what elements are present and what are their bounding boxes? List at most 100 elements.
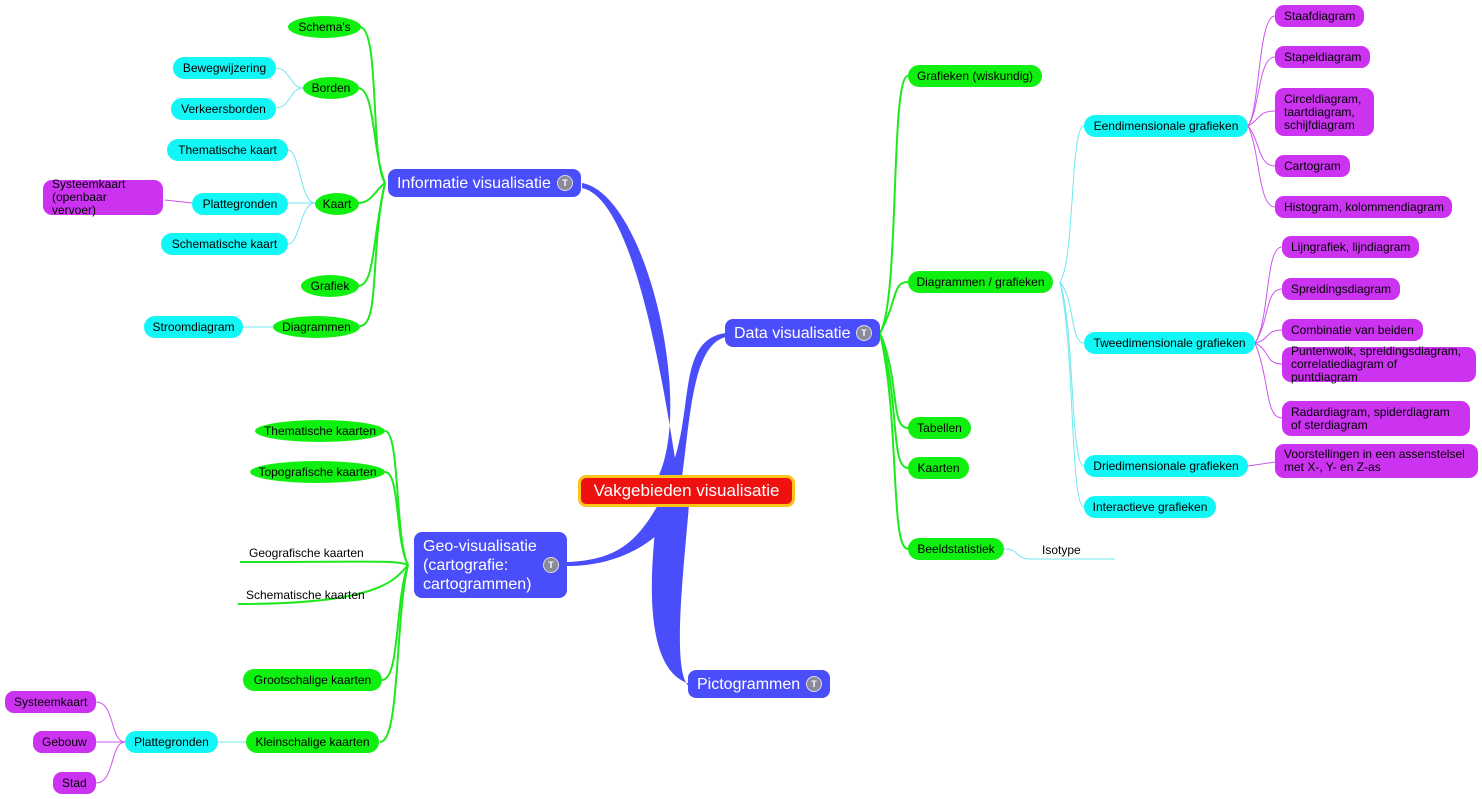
node-label: Stad [62, 776, 87, 790]
node-driedimensionale-grafieken[interactable]: Driedimensionale grafieken [1084, 455, 1248, 477]
node-gebouw[interactable]: Gebouw [33, 731, 96, 753]
node-plattegronden-info[interactable]: Plattegronden [192, 193, 288, 215]
node-diagrammen[interactable]: Diagrammen [273, 316, 360, 338]
node-label: Grootschalige kaarten [253, 673, 372, 687]
node-eendimensionale-grafieken[interactable]: Eendimensionale grafieken [1084, 115, 1248, 137]
topic-marker-icon[interactable]: T [806, 676, 822, 692]
node-label: Topografische kaarten [258, 465, 377, 479]
central-branches [567, 183, 726, 687]
node-thematische-kaarten[interactable]: Thematische kaarten [255, 420, 385, 442]
node-systeemkaart-ov[interactable]: Systeemkaart (openbaar vervoer) [43, 177, 163, 217]
node-label: Radardiagram, spiderdiagram of sterdiagr… [1291, 404, 1450, 432]
branch-to-informatie [582, 183, 680, 490]
node-thematische-kaart[interactable]: Thematische kaart [167, 139, 288, 161]
node-label: Diagrammen [282, 320, 351, 334]
topic-picto-label: Pictogrammen [697, 675, 801, 693]
node-label: Gebouw [42, 735, 87, 749]
node-stapeldiagram[interactable]: Stapeldiagram [1275, 46, 1370, 68]
node-isotype[interactable]: Isotype [1033, 542, 1113, 558]
node-label: Thematische kaarten [263, 424, 377, 438]
topic-marker-icon[interactable]: T [557, 175, 573, 191]
node-radardiagram[interactable]: Radardiagram, spiderdiagram of sterdiagr… [1282, 401, 1470, 436]
topic-informatie-visualisatie[interactable]: Informatie visualisatie T [388, 169, 581, 197]
central-topic-label: Vakgebieden visualisatie [593, 481, 780, 500]
topic-data-visualisatie[interactable]: Data visualisatie T [725, 319, 880, 347]
node-verkeersborden[interactable]: Verkeersborden [171, 98, 276, 120]
node-label: Tweedimensionale grafieken [1093, 336, 1246, 350]
central-topic[interactable]: Vakgebieden visualisatie [578, 475, 795, 507]
node-plattegronden-geo[interactable]: Plattegronden [125, 731, 218, 753]
node-label: Combinatie van beiden [1291, 323, 1414, 337]
node-combinatie-van-beiden[interactable]: Combinatie van beiden [1282, 319, 1423, 341]
green-links [237, 26, 909, 743]
node-schematische-kaarten[interactable]: Schematische kaarten [237, 587, 377, 603]
topic-informatie-label: Informatie visualisatie [397, 174, 551, 192]
node-grootschalige-kaarten[interactable]: Grootschalige kaarten [243, 669, 382, 691]
node-label: Kaarten [917, 461, 960, 475]
node-label: Diagrammen / grafieken [916, 275, 1045, 289]
node-label: Interactieve grafieken [1092, 500, 1208, 514]
node-systeemkaart[interactable]: Systeemkaart [5, 691, 96, 713]
node-label: Plattegronden [134, 735, 209, 749]
node-label: Voorstellingen in een assenstelsel met X… [1284, 447, 1465, 474]
node-stad[interactable]: Stad [53, 772, 96, 794]
branch-to-picto [651, 492, 690, 687]
topic-data-label: Data visualisatie [734, 324, 851, 342]
node-schemas[interactable]: Schema's [288, 16, 361, 38]
node-label: Isotype [1042, 543, 1081, 557]
node-grafiek[interactable]: Grafiek [301, 275, 359, 297]
node-label: Stapeldiagram [1284, 50, 1362, 64]
node-spreidingsdiagram[interactable]: Spreidingsdiagram [1282, 278, 1400, 300]
topic-marker-icon[interactable]: T [856, 325, 872, 341]
node-interactieve-grafieken[interactable]: Interactieve grafieken [1084, 496, 1216, 518]
node-schematische-kaart[interactable]: Schematische kaart [161, 233, 288, 255]
node-label: Cartogram [1284, 159, 1341, 173]
node-puntenwolk[interactable]: Puntenwolk, spreidingsdiagram, correlati… [1282, 344, 1476, 384]
node-kleinschalige-kaarten[interactable]: Kleinschalige kaarten [246, 731, 379, 753]
node-label: Thematische kaart [178, 143, 277, 157]
node-label: Systeemkaart (openbaar vervoer) [52, 177, 126, 217]
node-diagrammen-grafieken[interactable]: Diagrammen / grafieken [908, 271, 1053, 293]
node-label: Bewegwijzering [182, 61, 267, 75]
node-label: Spreidingsdiagram [1291, 282, 1392, 296]
topic-marker-icon[interactable]: T [543, 557, 559, 573]
node-label: Histogram, kolommendiagram [1284, 200, 1445, 214]
node-label: Schema's [298, 20, 351, 34]
node-kaart[interactable]: Kaart [315, 193, 359, 215]
node-label: Staafdiagram [1284, 9, 1356, 23]
node-tweedimensionale-grafieken[interactable]: Tweedimensionale grafieken [1084, 332, 1255, 354]
node-label: Circeldiagram, taartdiagram, schijfdiagr… [1284, 91, 1362, 132]
node-label: Systeemkaart [14, 695, 88, 709]
node-bewegwijzering[interactable]: Bewegwijzering [173, 57, 276, 79]
node-label: Kleinschalige kaarten [255, 735, 370, 749]
node-stroomdiagram[interactable]: Stroomdiagram [144, 316, 243, 338]
node-label: Tabellen [917, 421, 962, 435]
node-label: Grafiek [310, 279, 350, 293]
topic-geo-visualisatie[interactable]: Geo-visualisatie (cartografie: cartogram… [414, 532, 567, 598]
node-grafieken-wiskundig[interactable]: Grafieken (wiskundig) [908, 65, 1042, 87]
topic-pictogrammen[interactable]: Pictogrammen T [688, 670, 830, 698]
branch-to-data [660, 333, 726, 490]
node-label: Schematische kaarten [246, 588, 365, 602]
node-geografische-kaarten[interactable]: Geografische kaarten [240, 545, 380, 561]
node-cartogram[interactable]: Cartogram [1275, 155, 1350, 177]
node-borden[interactable]: Borden [303, 77, 359, 99]
node-staafdiagram[interactable]: Staafdiagram [1275, 5, 1364, 27]
node-label: Kaart [322, 197, 352, 211]
node-topografische-kaarten[interactable]: Topografische kaarten [250, 461, 385, 483]
node-voorstellingen[interactable]: Voorstellingen in een assenstelsel met X… [1275, 444, 1478, 478]
node-histogram[interactable]: Histogram, kolommendiagram [1275, 196, 1452, 218]
node-label: Verkeersborden [181, 102, 266, 116]
node-label: Driedimensionale grafieken [1093, 459, 1239, 473]
node-label: Borden [311, 81, 351, 95]
node-label: Geografische kaarten [249, 546, 364, 560]
node-circeldiagram[interactable]: Circeldiagram, taartdiagram, schijfdiagr… [1275, 88, 1374, 136]
node-tabellen[interactable]: Tabellen [908, 417, 971, 439]
node-label: Puntenwolk, spreidingsdiagram, correlati… [1291, 344, 1462, 384]
node-kaarten[interactable]: Kaarten [908, 457, 969, 479]
node-label: Lijngrafiek, lijndiagram [1291, 240, 1411, 254]
node-beeldstatistiek[interactable]: Beeldstatistiek [908, 538, 1004, 560]
topic-geo-label: Geo-visualisatie (cartografie: cartogram… [423, 537, 537, 593]
node-lijngrafiek[interactable]: Lijngrafiek, lijndiagram [1282, 236, 1419, 258]
node-label: Schematische kaart [171, 237, 278, 251]
